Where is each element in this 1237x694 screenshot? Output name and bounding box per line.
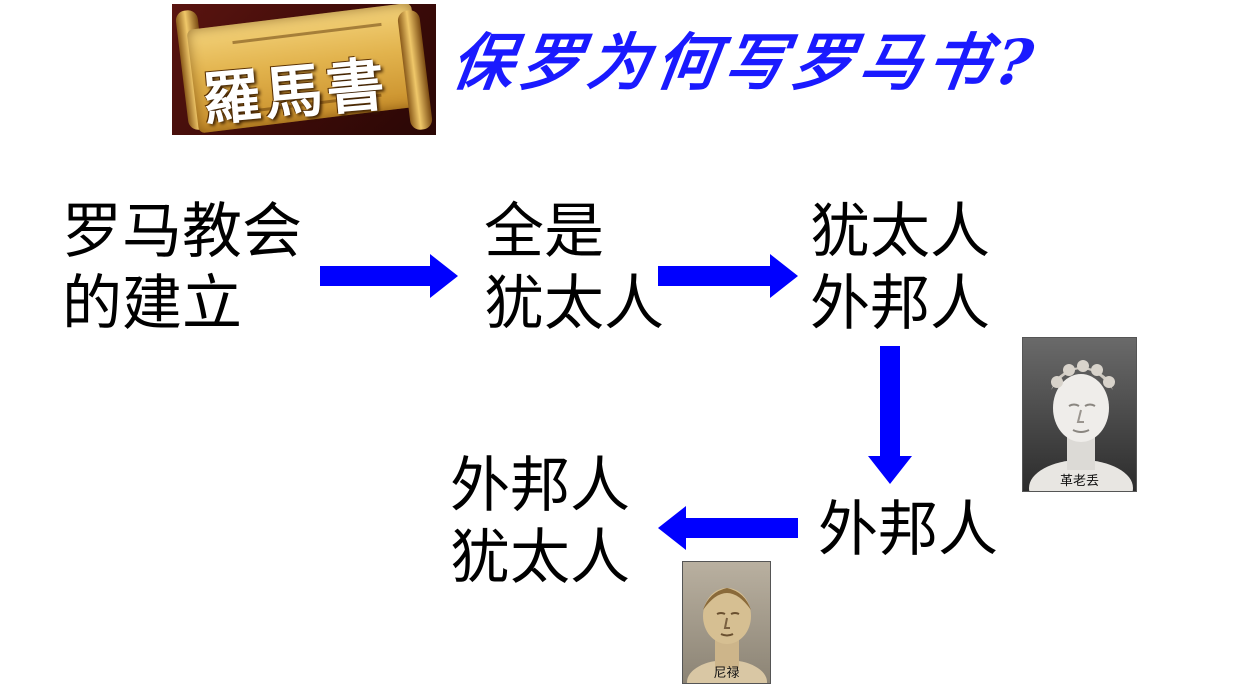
arrow-down: [868, 346, 912, 484]
node-text-line: 犹太人: [484, 269, 664, 339]
node-text-line: 的建立: [62, 269, 242, 339]
portrait-label: 尼禄: [713, 666, 740, 681]
node-text-line: 罗马教会: [62, 197, 302, 267]
node-all-jews: 全是 犹太人: [484, 196, 664, 340]
node-text-line: 全是: [484, 197, 604, 267]
node-gentiles: 外邦人: [818, 494, 998, 566]
arrow-left: [658, 506, 798, 550]
portrait-claudius: 革老丢: [1022, 337, 1137, 492]
node-gentiles-jews: 外邦人 犹太人: [450, 450, 630, 594]
node-jews-gentiles: 犹太人 外邦人: [810, 196, 990, 340]
arrow-right-1: [320, 254, 458, 298]
portrait-label: 革老丢: [1059, 474, 1099, 489]
romans-scroll-logo: 羅馬書: [172, 4, 436, 135]
arrow-right-2: [658, 254, 798, 298]
node-church-founding: 罗马教会 的建立: [62, 196, 302, 340]
portrait-nero: 尼禄: [682, 561, 771, 684]
nero-bust-icon: [687, 588, 767, 683]
node-text-line: 犹太人: [810, 197, 990, 267]
node-text-line: 外邦人: [450, 451, 630, 521]
claudius-bust-icon: [1029, 360, 1133, 491]
node-text-line: 外邦人: [818, 495, 998, 565]
node-text-line: 犹太人: [450, 523, 630, 593]
node-text-line: 外邦人: [810, 269, 990, 339]
